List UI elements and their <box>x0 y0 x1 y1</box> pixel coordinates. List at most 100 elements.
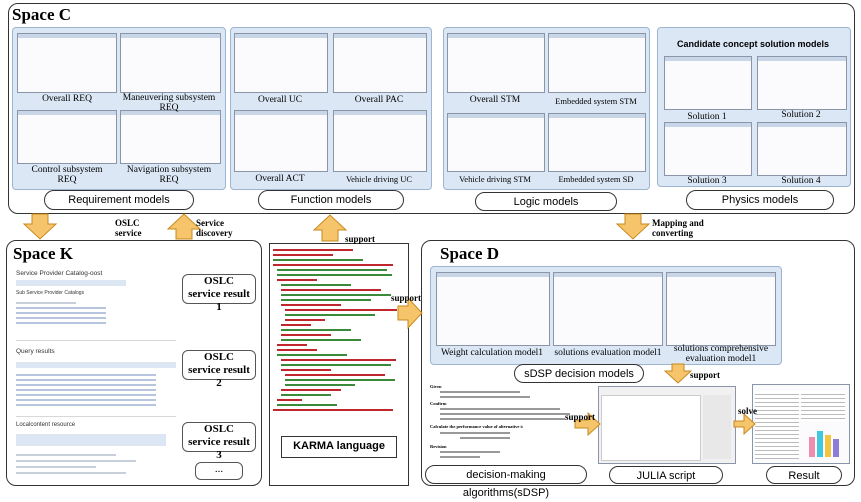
func-vehicle-uc-shot[interactable] <box>333 110 427 172</box>
code-line <box>273 249 353 251</box>
doc-separator-2 <box>16 416 176 417</box>
doc-blue-bar-1 <box>16 280 126 286</box>
physics-caption-3: Solution 3 <box>687 176 727 186</box>
sdsp-models-label[interactable]: sDSP decision models <box>514 364 644 383</box>
code-line <box>281 369 331 371</box>
oslc-result-1[interactable]: OSLC service result 1 <box>182 274 256 313</box>
func-caption-overall-act: Overall ACT <box>255 174 305 184</box>
physics-heading: Candidate concept solution models <box>676 39 829 49</box>
karma-language-label: KARMA language <box>293 440 385 452</box>
code-line <box>277 274 392 276</box>
solution-3-shot[interactable] <box>664 122 752 176</box>
support-bottom-label: support <box>565 412 596 422</box>
code-line <box>277 279 317 281</box>
alg-line <box>440 413 570 415</box>
physics-models-label[interactable]: Physics models <box>686 190 834 210</box>
code-line <box>285 374 385 376</box>
code-line <box>281 329 351 331</box>
alg-line <box>440 408 560 410</box>
oslc-service-arrow <box>22 213 58 240</box>
support-right-arrow <box>663 363 693 384</box>
logic-embedded-stm-shot[interactable] <box>548 33 646 93</box>
code-line <box>281 289 381 291</box>
req-control-shot[interactable] <box>17 110 117 164</box>
requirement-models-label[interactable]: Requirement models <box>44 190 194 210</box>
doc-confirm: Confirm <box>430 401 447 406</box>
julia-script-shot[interactable] <box>598 386 736 464</box>
solution-4-shot[interactable] <box>757 122 847 176</box>
physics-caption-4: Solution 4 <box>781 176 821 186</box>
doc-qline-4 <box>16 389 156 391</box>
logic-overall-stm-shot[interactable] <box>447 33 545 93</box>
evaluation-caption: solutions evaluation model1 <box>554 348 662 358</box>
doc-line-2 <box>16 307 106 309</box>
julia-script-label[interactable]: JULIA script <box>609 466 723 484</box>
weight-model-shot[interactable] <box>436 272 550 346</box>
code-line <box>273 259 363 261</box>
doc-line-3 <box>16 312 106 314</box>
doc-qline-1 <box>16 374 156 376</box>
alg-line <box>440 451 500 453</box>
solve-label: solve <box>738 406 757 416</box>
space-d-title: Space D <box>440 244 500 263</box>
doc-lline-3 <box>16 466 96 468</box>
physics-caption-1: Solution 1 <box>687 112 727 122</box>
doc-revision: Revision <box>430 444 447 449</box>
func-overall-uc-shot[interactable] <box>234 33 328 93</box>
service-discovery-arrow <box>166 213 202 240</box>
algorithm-doc[interactable]: Given Confirm Calculate the performance … <box>430 384 580 464</box>
code-line <box>281 294 391 296</box>
doc-lline-4 <box>16 472 126 474</box>
req-overall-shot[interactable] <box>17 33 117 93</box>
oslc-result-2[interactable]: OSLC service result 2 <box>182 350 256 389</box>
solution-1-shot[interactable] <box>664 56 752 110</box>
doc-calc: Calculate the performance value of alter… <box>430 424 524 429</box>
doc-heading-query: Query results <box>16 348 55 355</box>
func-caption-vehicle-uc: Vehicle driving UC <box>345 174 413 184</box>
result-bar-4 <box>833 439 839 457</box>
doc-heading-local: Localcontent resource <box>16 422 76 428</box>
doc-qline-3 <box>16 384 156 386</box>
func-caption-overall-pac: Overall PAC <box>354 95 404 105</box>
doc-qline-6 <box>16 399 156 401</box>
oslc-web-page[interactable]: Service Provider Catalog-oost Sub Servic… <box>13 266 181 480</box>
code-line <box>281 334 331 336</box>
physics-caption-2: Solution 2 <box>781 110 821 120</box>
solution-2-shot[interactable] <box>757 56 847 110</box>
support-right-label: support <box>690 370 721 380</box>
support-top-arrow <box>312 214 348 242</box>
oslc-result-more[interactable]: ... <box>195 462 243 480</box>
req-caption-maneuvering: Maneuvering subsystem REQ <box>122 93 216 113</box>
space-c-title: Space C <box>12 5 72 24</box>
comprehensive-model-shot[interactable] <box>666 272 776 346</box>
code-line <box>281 324 311 326</box>
code-line <box>277 354 347 356</box>
code-line <box>285 379 395 381</box>
req-caption-control: Control subsystem REQ <box>31 165 103 185</box>
logic-caption-overall-stm: Overall STM <box>469 95 521 105</box>
req-caption-overall: Overall REQ <box>42 94 92 104</box>
logic-embedded-sd-shot[interactable] <box>548 113 646 172</box>
code-line <box>281 284 351 286</box>
weight-caption: Weight calculation model1 <box>440 348 544 358</box>
req-navigation-shot[interactable] <box>120 110 221 164</box>
req-caption-navigation: Navigation subsystem REQ <box>126 165 212 185</box>
oslc-result-3[interactable]: OSLC service result 3 <box>182 422 256 461</box>
logic-models-label[interactable]: Logic models <box>475 192 617 211</box>
comprehensive-caption: solutions comprehensive evaluation model… <box>673 344 769 364</box>
result-label[interactable]: Result <box>766 466 842 484</box>
julia-sidebar <box>703 395 731 459</box>
code-line <box>285 319 325 321</box>
func-overall-pac-shot[interactable] <box>333 33 427 93</box>
function-models-label[interactable]: Function models <box>258 190 404 210</box>
req-maneuvering-shot[interactable] <box>120 33 221 93</box>
doc-line-5 <box>16 322 106 324</box>
karma-code-area <box>273 249 403 424</box>
doc-qline-5 <box>16 394 156 396</box>
func-overall-act-shot[interactable] <box>234 110 328 172</box>
logic-vehicle-stm-shot[interactable] <box>447 113 545 172</box>
code-line <box>281 394 331 396</box>
evaluation-model-shot[interactable] <box>553 272 663 346</box>
doc-qline-2 <box>16 379 156 381</box>
service-discovery-label: Service discovery <box>196 218 233 238</box>
